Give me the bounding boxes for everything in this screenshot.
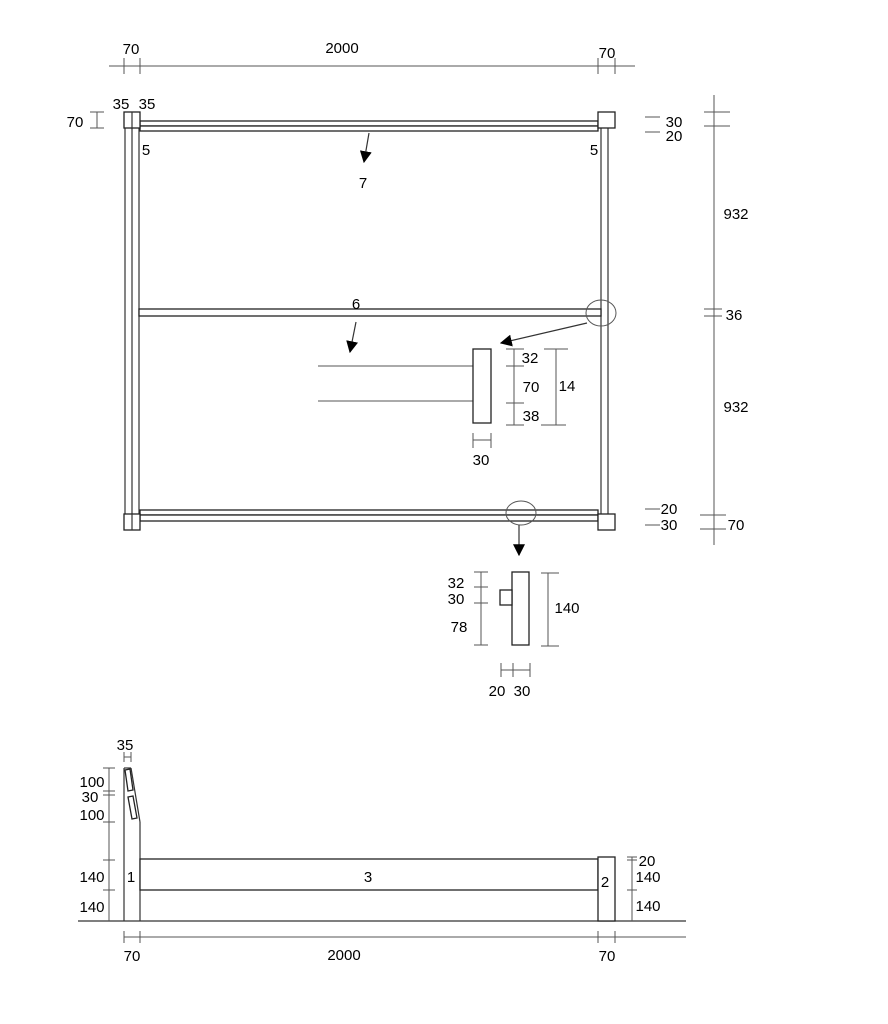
- dim-label: 30: [473, 452, 490, 469]
- dim-label: 70: [523, 379, 540, 396]
- leader-arrow-icon: [499, 322, 588, 347]
- corner-post: [597, 111, 616, 129]
- side-view: 1 3 2: [78, 767, 686, 922]
- plan-part-labels: 5 5 7 6: [142, 132, 598, 354]
- dim-label: 14: [559, 378, 576, 395]
- dim-label: 932: [723, 399, 748, 416]
- dim-label: 35: [117, 737, 134, 754]
- part-label: 5: [590, 142, 598, 159]
- dim-label: 140: [635, 869, 660, 886]
- detail-circle: [585, 299, 617, 327]
- dim-label: 70: [599, 45, 616, 62]
- dim-label: 35: [113, 96, 130, 113]
- headboard-dimensions: 35 100 30 100 140 140: [79, 737, 133, 921]
- dim-label: 70: [124, 948, 141, 965]
- dim-label: 30: [666, 114, 683, 131]
- part-label: 2: [601, 874, 609, 891]
- dim-label: 140: [79, 899, 104, 916]
- bottom-joint-detail: 32 30 78 140 20 30: [448, 500, 580, 700]
- side-rail: [139, 858, 599, 891]
- middle-joint-detail: 32 70 38 14 30: [318, 299, 617, 469]
- dim-label: 38: [523, 408, 540, 425]
- dim-label: 20: [489, 683, 506, 700]
- leader-arrow-icon: [346, 321, 359, 354]
- dim-label: 78: [451, 619, 468, 636]
- dim-label: 932: [723, 206, 748, 223]
- part-label: 3: [364, 869, 372, 886]
- part-label: 6: [352, 296, 360, 313]
- footboard-dimensions: 20 140 140: [627, 853, 661, 921]
- dim-label: 70: [599, 948, 616, 965]
- dim-label: 70: [728, 517, 745, 534]
- dim-label: 32: [522, 350, 539, 367]
- dim-label: 20: [661, 501, 678, 518]
- dim-label: 30: [661, 517, 678, 534]
- post-dimensions: 35 35 70: [67, 96, 156, 131]
- dim-label: 70: [67, 114, 84, 131]
- dim-label: 2000: [327, 947, 360, 964]
- leader-arrow-icon: [359, 132, 372, 164]
- dim-label: 2000: [325, 40, 358, 57]
- dim-label: 20: [639, 853, 656, 870]
- dim-label: 100: [79, 807, 104, 824]
- frame-plan: [123, 111, 616, 531]
- dim-label: 36: [726, 307, 743, 324]
- dim-label: 140: [554, 600, 579, 617]
- dim-label: 140: [635, 898, 660, 915]
- part-label: 7: [359, 175, 367, 192]
- dim-label: 20: [666, 128, 683, 145]
- dim-label: 70: [123, 41, 140, 58]
- dim-label: 30: [448, 591, 465, 608]
- detail-circle: [505, 500, 537, 526]
- dim-label: 32: [448, 575, 465, 592]
- bottom-dimension: 70 2000 70: [123, 931, 686, 965]
- dim-label: 30: [82, 789, 99, 806]
- top-dimension: 70 2000 70: [109, 40, 635, 74]
- part-label: 1: [127, 869, 135, 886]
- footboard: [597, 856, 616, 922]
- corner-post: [597, 513, 616, 531]
- dim-label: 140: [79, 869, 104, 886]
- right-dimensions: 30 20 932 36 932 70 20 30: [645, 95, 749, 545]
- dim-label: 30: [514, 683, 531, 700]
- dim-label: 35: [139, 96, 156, 113]
- part-label: 5: [142, 142, 150, 159]
- dim-label: 100: [79, 774, 104, 791]
